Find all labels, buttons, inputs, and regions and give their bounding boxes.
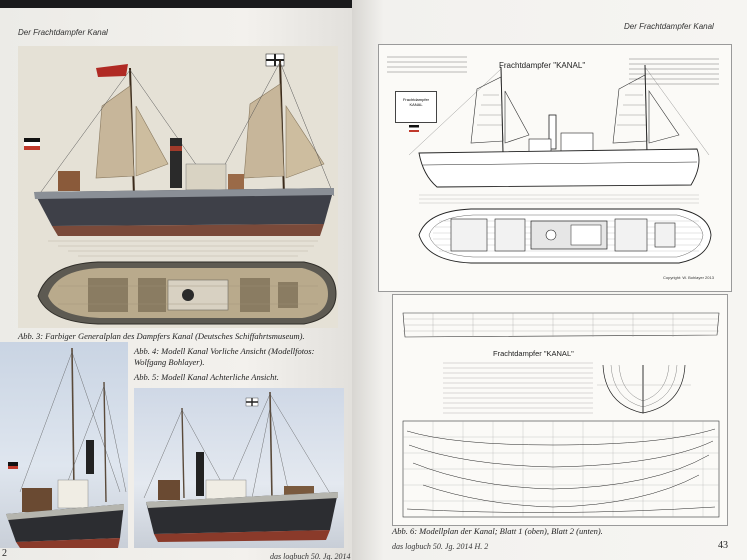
figure5-model-stern-photo (134, 388, 344, 548)
left-page-number: 2 (2, 548, 7, 559)
right-page: Der Frachtdampfer Kanal Frachtdampfer "K… (352, 0, 747, 560)
model-front-illustration (6, 347, 127, 548)
copyright-note: Copyright: W. Bohlayer 2013 (663, 275, 714, 280)
pennant-flag-icon (96, 64, 128, 77)
figure3-general-plan (18, 46, 338, 328)
plan-stamp: Frachtdampfer KANAL (395, 91, 437, 123)
general-plan-illustration (18, 46, 338, 328)
right-footer: das logbuch 50. Jg. 2014 H. 2 (392, 542, 489, 551)
right-page-number: 43 (718, 540, 728, 551)
figure5-caption: Abb. 5: Modell Kanal Achterliche Ansicht… (134, 372, 279, 382)
stamp-title: Frachtdampfer KANAL (402, 97, 429, 107)
figure4-caption: Abb. 4: Modell Kanal Vorliche Ansicht (M… (134, 346, 315, 367)
profile-and-deck-drawing (387, 56, 719, 264)
sheet2-title: Frachtdampfer "KANAL" (493, 349, 574, 358)
model-stern-illustration (143, 391, 338, 542)
figure4-model-front-photo (0, 342, 128, 548)
figure6-caption: Abb. 6: Modellplan der Kanal; Blatt 1 (o… (392, 526, 603, 536)
funnel-icon (170, 138, 182, 188)
plan-sheet-1: Frachtdampfer "KANAL" Frachtdampfer KANA… (378, 44, 732, 292)
left-footer: das logbuch 50. Jg. 2014 H. 2 (270, 552, 351, 560)
right-running-head: Der Frachtdampfer Kanal (624, 22, 714, 31)
left-page: Der Frachtdampfer Kanal (0, 8, 352, 560)
plan-sheet-2: Frachtdampfer "KANAL" (392, 294, 728, 526)
sheet1-title: Frachtdampfer "KANAL" (499, 61, 586, 70)
figure3-caption: Abb. 3: Farbiger Generalplan des Dampfer… (18, 331, 305, 341)
left-running-head: Der Frachtdampfer Kanal (18, 28, 108, 37)
lines-plan-drawing (402, 312, 720, 518)
